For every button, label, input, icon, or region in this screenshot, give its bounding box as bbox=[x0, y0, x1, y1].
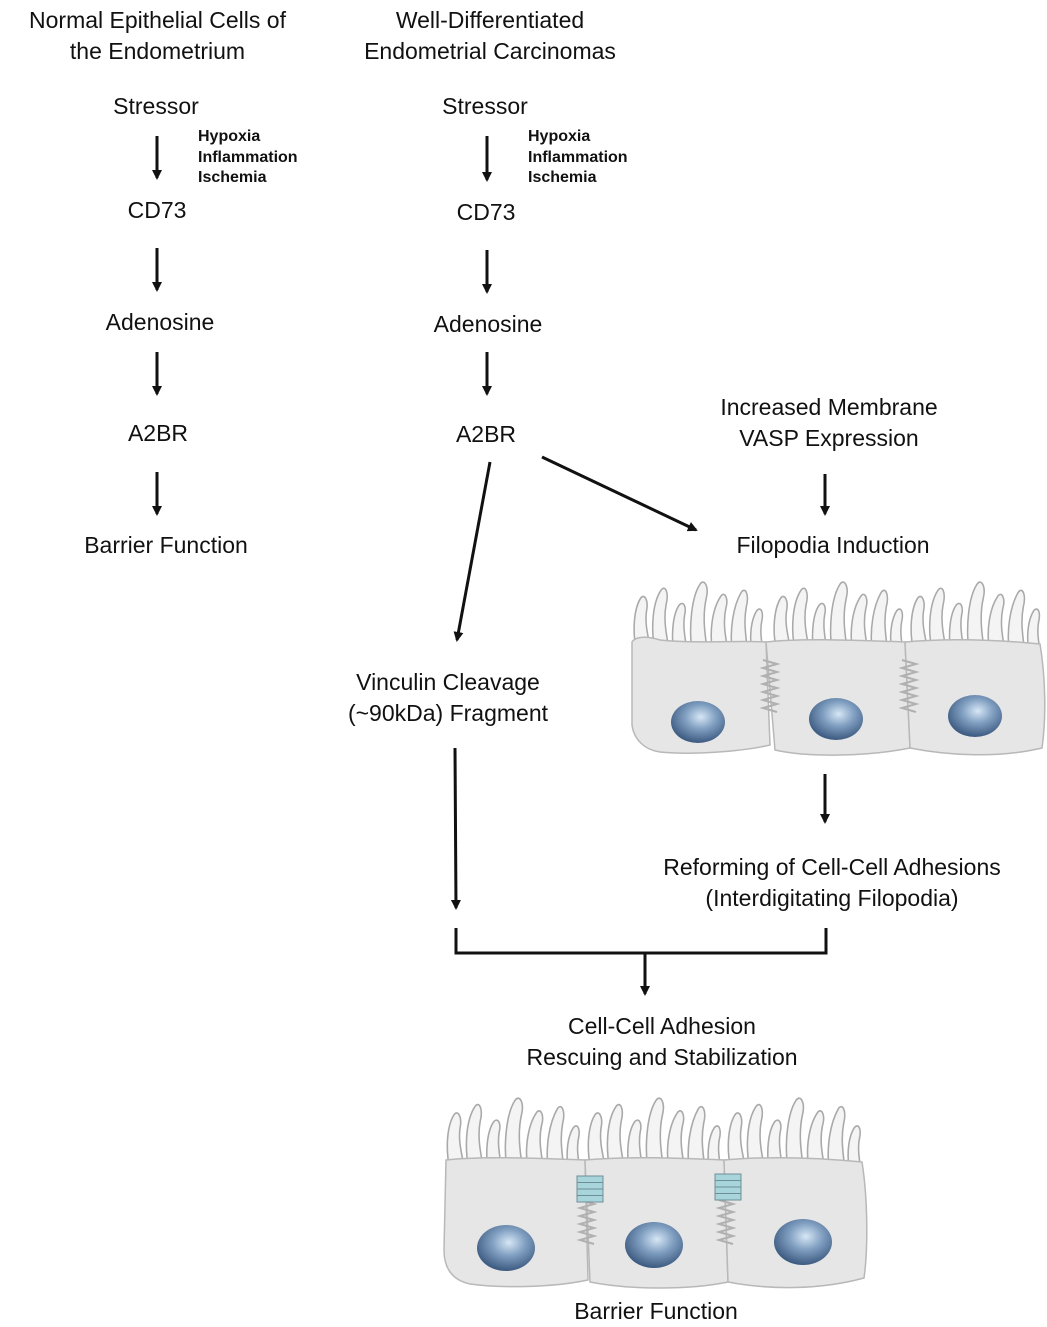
left-title: Normal Epithelial Cells of the Endometri… bbox=[0, 5, 315, 67]
arrow-vinculin-down bbox=[450, 747, 461, 910]
left-stressor: Stressor bbox=[113, 93, 199, 119]
nucleus bbox=[671, 701, 725, 743]
middle-stressor: Stressor bbox=[442, 93, 528, 119]
barrier-cells-illustration bbox=[443, 1097, 868, 1289]
nucleus bbox=[625, 1222, 683, 1268]
left-stressor-hypoxia: Hypoxia bbox=[198, 128, 261, 145]
nucleus bbox=[948, 695, 1002, 737]
arrow-a2br-to-filopodia bbox=[541, 455, 698, 532]
left-a2br: A2BR bbox=[127, 420, 189, 446]
reforming-line2: (Interdigitating Filopodia) bbox=[705, 885, 959, 911]
left-adenosine: Adenosine bbox=[105, 309, 215, 335]
middle-stressor-hypoxia: Hypoxia bbox=[528, 128, 591, 145]
vinculin-cleavage: Vinculin Cleavage (~90kDa) Fragment bbox=[318, 667, 578, 729]
filopodia-cells-illustration bbox=[631, 581, 1046, 756]
reforming-line1: Reforming of Cell-Cell Adhesions bbox=[663, 854, 1001, 880]
tight-junction bbox=[714, 1173, 742, 1201]
nucleus bbox=[809, 698, 863, 740]
middle-cd73: CD73 bbox=[456, 199, 516, 225]
middle-stressor-inflammation: Inflammation bbox=[528, 148, 628, 166]
vasp-expression: Increased Membrane VASP Expression bbox=[688, 392, 970, 454]
tight-junction bbox=[576, 1175, 604, 1203]
middle-arrows bbox=[450, 136, 698, 910]
vinculin-line2: (~90kDa) Fragment bbox=[347, 700, 549, 726]
cell-adhesion-rescue: Cell-Cell Adhesion Rescuing and Stabiliz… bbox=[500, 1011, 824, 1073]
nucleus bbox=[774, 1219, 832, 1265]
vasp-line2: VASP Expression bbox=[739, 425, 919, 451]
middle-adenosine: Adenosine bbox=[433, 311, 543, 337]
left-barrier-function: Barrier Function bbox=[84, 532, 248, 558]
filopodia-induction: Filopodia Induction bbox=[736, 532, 930, 558]
left-stressor-ischemia: Ischemia bbox=[198, 169, 267, 186]
middle-title: Well-Differentiated Endometrial Carcinom… bbox=[335, 5, 645, 67]
middle-a2br: A2BR bbox=[455, 421, 517, 447]
left-title-line2: the Endometrium bbox=[69, 38, 246, 64]
middle-title-line1: Well-Differentiated bbox=[395, 7, 585, 33]
arrow-a2br-to-vinculin bbox=[453, 461, 492, 642]
left-cd73: CD73 bbox=[127, 197, 187, 223]
vasp-line1: Increased Membrane bbox=[720, 394, 938, 420]
nucleus bbox=[477, 1225, 535, 1271]
middle-stressor-ischemia: Ischemia bbox=[528, 169, 597, 186]
left-title-line1: Normal Epithelial Cells of bbox=[29, 7, 286, 33]
left-stressor-inflammation: Inflammation bbox=[198, 148, 298, 166]
vinculin-line1: Vinculin Cleavage bbox=[356, 669, 540, 695]
left-stressor-list: Hypoxia Inflammation Ischemia bbox=[198, 127, 298, 189]
middle-stressor-list: Hypoxia Inflammation Ischemia bbox=[528, 127, 628, 189]
adhesion-line1: Cell-Cell Adhesion bbox=[568, 1013, 756, 1039]
merge-bracket bbox=[454, 928, 828, 996]
middle-title-line2: Endometrial Carcinomas bbox=[364, 38, 616, 64]
adhesion-line2: Rescuing and Stabilization bbox=[526, 1044, 798, 1070]
reforming-adhesions: Reforming of Cell-Cell Adhesions (Interd… bbox=[632, 852, 1032, 914]
bottom-barrier-function: Barrier Function bbox=[574, 1298, 738, 1324]
